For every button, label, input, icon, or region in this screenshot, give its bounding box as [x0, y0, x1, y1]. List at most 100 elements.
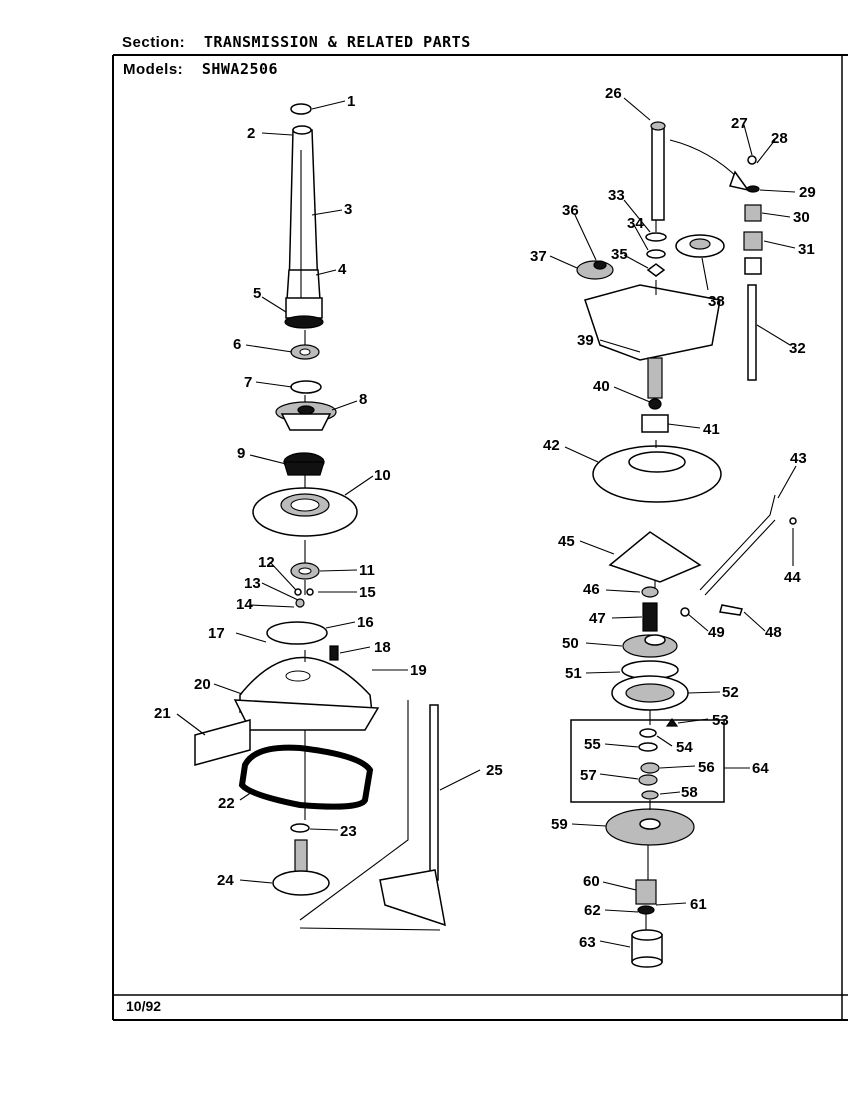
- callout-13: 13: [244, 575, 261, 592]
- section-value: TRANSMISSION & RELATED PARTS: [203, 33, 471, 51]
- callout-26: 26: [605, 85, 622, 102]
- callout-35: 35: [611, 246, 628, 263]
- part-1-ring: [290, 103, 312, 115]
- callout-50: 50: [562, 635, 579, 652]
- models-label: Models:: [123, 61, 184, 78]
- callout-23: 23: [340, 823, 357, 840]
- part-42-cover: [592, 445, 722, 503]
- callout-numbers: 1 2 3 4 5 6 7 8 9 10 11 12 13 14 15 16 1…: [154, 85, 816, 951]
- callout-58: 58: [681, 784, 698, 801]
- part-26-shaft: [651, 124, 665, 221]
- callout-29: 29: [799, 184, 816, 201]
- models-header: Models: SHWA2506: [123, 60, 278, 78]
- callout-10: 10: [374, 467, 391, 484]
- callout-60: 60: [583, 873, 600, 890]
- callout-18: 18: [374, 639, 391, 656]
- callout-8: 8: [359, 391, 367, 408]
- part-31-coupling: [743, 231, 763, 251]
- callout-57: 57: [580, 767, 597, 784]
- part-25-bracket: [379, 869, 446, 927]
- callout-62: 62: [584, 902, 601, 919]
- callout-33: 33: [608, 187, 625, 204]
- callout-22: 22: [218, 795, 235, 812]
- callout-59: 59: [551, 816, 568, 833]
- callout-17: 17: [208, 625, 225, 642]
- part-3-tube: [288, 129, 319, 291]
- callout-2: 2: [247, 125, 255, 142]
- part-5-sleeve: [285, 297, 323, 319]
- callout-38: 38: [708, 293, 725, 310]
- callout-14: 14: [236, 596, 253, 613]
- models-value: SHWA2506: [201, 60, 279, 78]
- callout-56: 56: [698, 759, 715, 776]
- callout-31: 31: [798, 241, 815, 258]
- callout-36: 36: [562, 202, 579, 219]
- callout-25: 25: [486, 762, 503, 779]
- part-7-ring: [290, 380, 322, 394]
- callout-32: 32: [789, 340, 806, 357]
- callout-4: 4: [338, 261, 347, 278]
- callout-3: 3: [344, 201, 352, 218]
- section-label: Section:: [122, 34, 186, 51]
- part-16-plate: [266, 621, 328, 645]
- callout-63: 63: [579, 934, 596, 951]
- part-25-rod: [429, 704, 439, 881]
- part-2-cap: [292, 125, 312, 135]
- callout-20: 20: [194, 676, 211, 693]
- part-20-dome: [239, 656, 373, 713]
- callout-51: 51: [565, 665, 582, 682]
- part-18-screw: [329, 645, 339, 661]
- callout-43: 43: [790, 450, 807, 467]
- part-24-hub: [272, 870, 330, 896]
- callout-11: 11: [359, 562, 375, 579]
- part-30-coupling: [744, 204, 762, 222]
- callout-42: 42: [543, 437, 560, 454]
- callout-16: 16: [357, 614, 374, 631]
- left-assembly: [194, 103, 446, 931]
- part-39-housing: [584, 284, 721, 361]
- callout-55: 55: [584, 736, 601, 753]
- callout-7: 7: [244, 374, 252, 391]
- callout-1: 1: [347, 93, 355, 110]
- callout-leaders: [176, 97, 797, 948]
- callout-52: 52: [722, 684, 739, 701]
- callout-5: 5: [253, 285, 261, 302]
- callout-34: 34: [627, 215, 644, 232]
- callout-47: 47: [589, 610, 606, 627]
- section-header: Section: TRANSMISSION & RELATED PARTS: [122, 33, 471, 51]
- callout-61: 61: [690, 896, 707, 913]
- callout-30: 30: [793, 209, 810, 226]
- callout-39: 39: [577, 332, 594, 349]
- part-60-coupling: [635, 879, 657, 905]
- callout-6: 6: [233, 336, 241, 353]
- callout-24: 24: [217, 872, 234, 889]
- callout-53: 53: [712, 712, 729, 729]
- callout-28: 28: [771, 130, 788, 147]
- callout-12: 12: [258, 554, 275, 571]
- callout-54: 54: [676, 739, 693, 756]
- callout-9: 9: [237, 445, 245, 462]
- footer-date: 10/92: [126, 998, 162, 1014]
- part-32-shaft: [747, 284, 757, 381]
- part-41-block: [641, 414, 669, 433]
- callout-19: 19: [410, 662, 427, 679]
- callout-64: 64: [752, 760, 769, 777]
- callout-15: 15: [359, 584, 376, 601]
- part-22-gasket: [238, 744, 374, 810]
- callout-46: 46: [583, 581, 600, 598]
- callout-48: 48: [765, 624, 782, 641]
- callout-27: 27: [731, 115, 748, 132]
- callout-45: 45: [558, 533, 575, 550]
- right-assembly: [570, 121, 797, 968]
- callout-44: 44: [784, 569, 801, 586]
- part-21-bracket: [194, 719, 251, 766]
- part-47-spring: [642, 602, 658, 632]
- callout-37: 37: [530, 248, 547, 265]
- callout-40: 40: [593, 378, 610, 395]
- callout-49: 49: [708, 624, 725, 641]
- callout-41: 41: [703, 421, 720, 438]
- part-45-cone: [608, 531, 702, 583]
- callout-21: 21: [154, 705, 171, 722]
- part-64-kit-box: [570, 719, 725, 803]
